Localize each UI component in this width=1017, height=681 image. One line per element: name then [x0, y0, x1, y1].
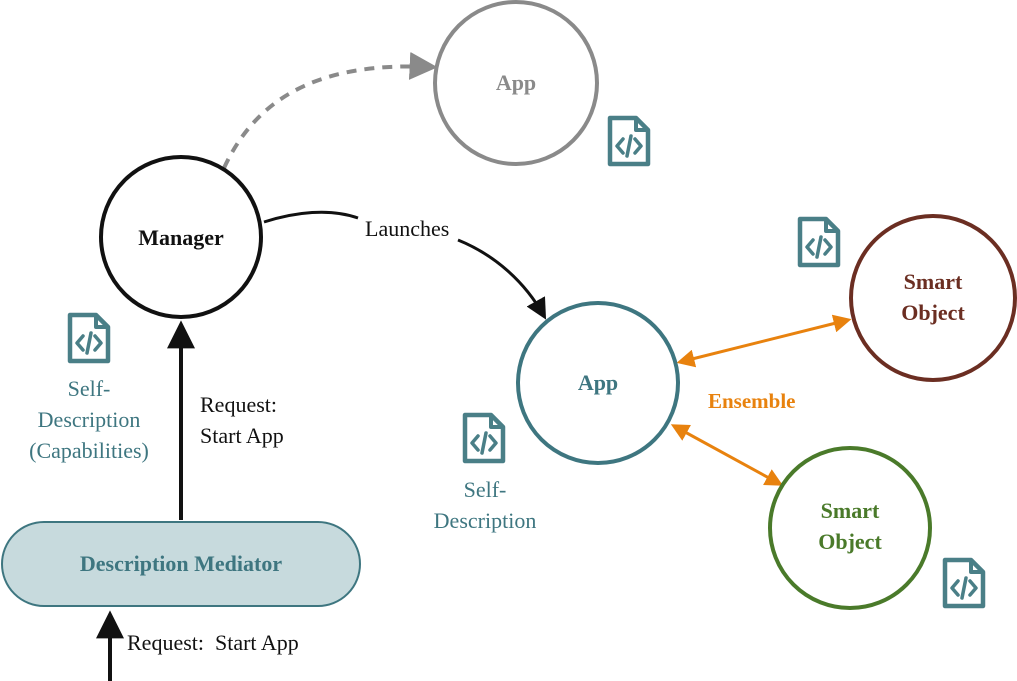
- request-upper-line1: Request:: [200, 392, 277, 417]
- main-app-node: [516, 301, 680, 465]
- file-code-icon: [945, 560, 983, 606]
- ensemble-label: Ensemble: [708, 389, 796, 413]
- launch-line: [263, 210, 359, 224]
- self-description-app-line1: Self-: [464, 477, 507, 502]
- launches-label: Launches: [365, 216, 449, 241]
- file-code-icon: [610, 118, 648, 164]
- description-mediator-label: Description Mediator: [80, 551, 282, 576]
- file-code-icon: [70, 315, 108, 361]
- file-code-icon: [465, 415, 503, 461]
- launch-arrow: [457, 238, 547, 320]
- description-mediator-node: [1, 521, 361, 607]
- self-description-capabilities-line2: Description: [38, 407, 141, 432]
- manager-node: [99, 155, 263, 319]
- smart-object-node-1: [849, 214, 1017, 382]
- request-lower-label: Request: Start App: [127, 630, 299, 655]
- smart-object-1-label-line2: Object: [901, 300, 965, 325]
- smart-object-2-label-line1: Smart: [821, 498, 880, 523]
- ensemble-arrow-top: [676, 314, 852, 368]
- self-description-app-line2: Description: [434, 508, 537, 533]
- smart-object-node-2: [768, 446, 932, 610]
- smart-object-1-label-line1: Smart: [904, 269, 963, 294]
- file-code-icon: [800, 219, 838, 265]
- self-description-capabilities-line3: (Capabilities): [29, 438, 149, 463]
- future-app-node: [433, 0, 599, 166]
- future-app-label: App: [496, 70, 536, 95]
- manager-label: Manager: [138, 225, 224, 250]
- ensemble-arrow-bottom: [670, 424, 784, 486]
- dashed-arrow-to-future-app: [222, 51, 438, 169]
- main-app-label: App: [578, 370, 618, 395]
- request-upper-line2: Start App: [200, 423, 284, 448]
- smart-object-2-label-line2: Object: [818, 529, 882, 554]
- self-description-capabilities-line1: Self-: [68, 376, 111, 401]
